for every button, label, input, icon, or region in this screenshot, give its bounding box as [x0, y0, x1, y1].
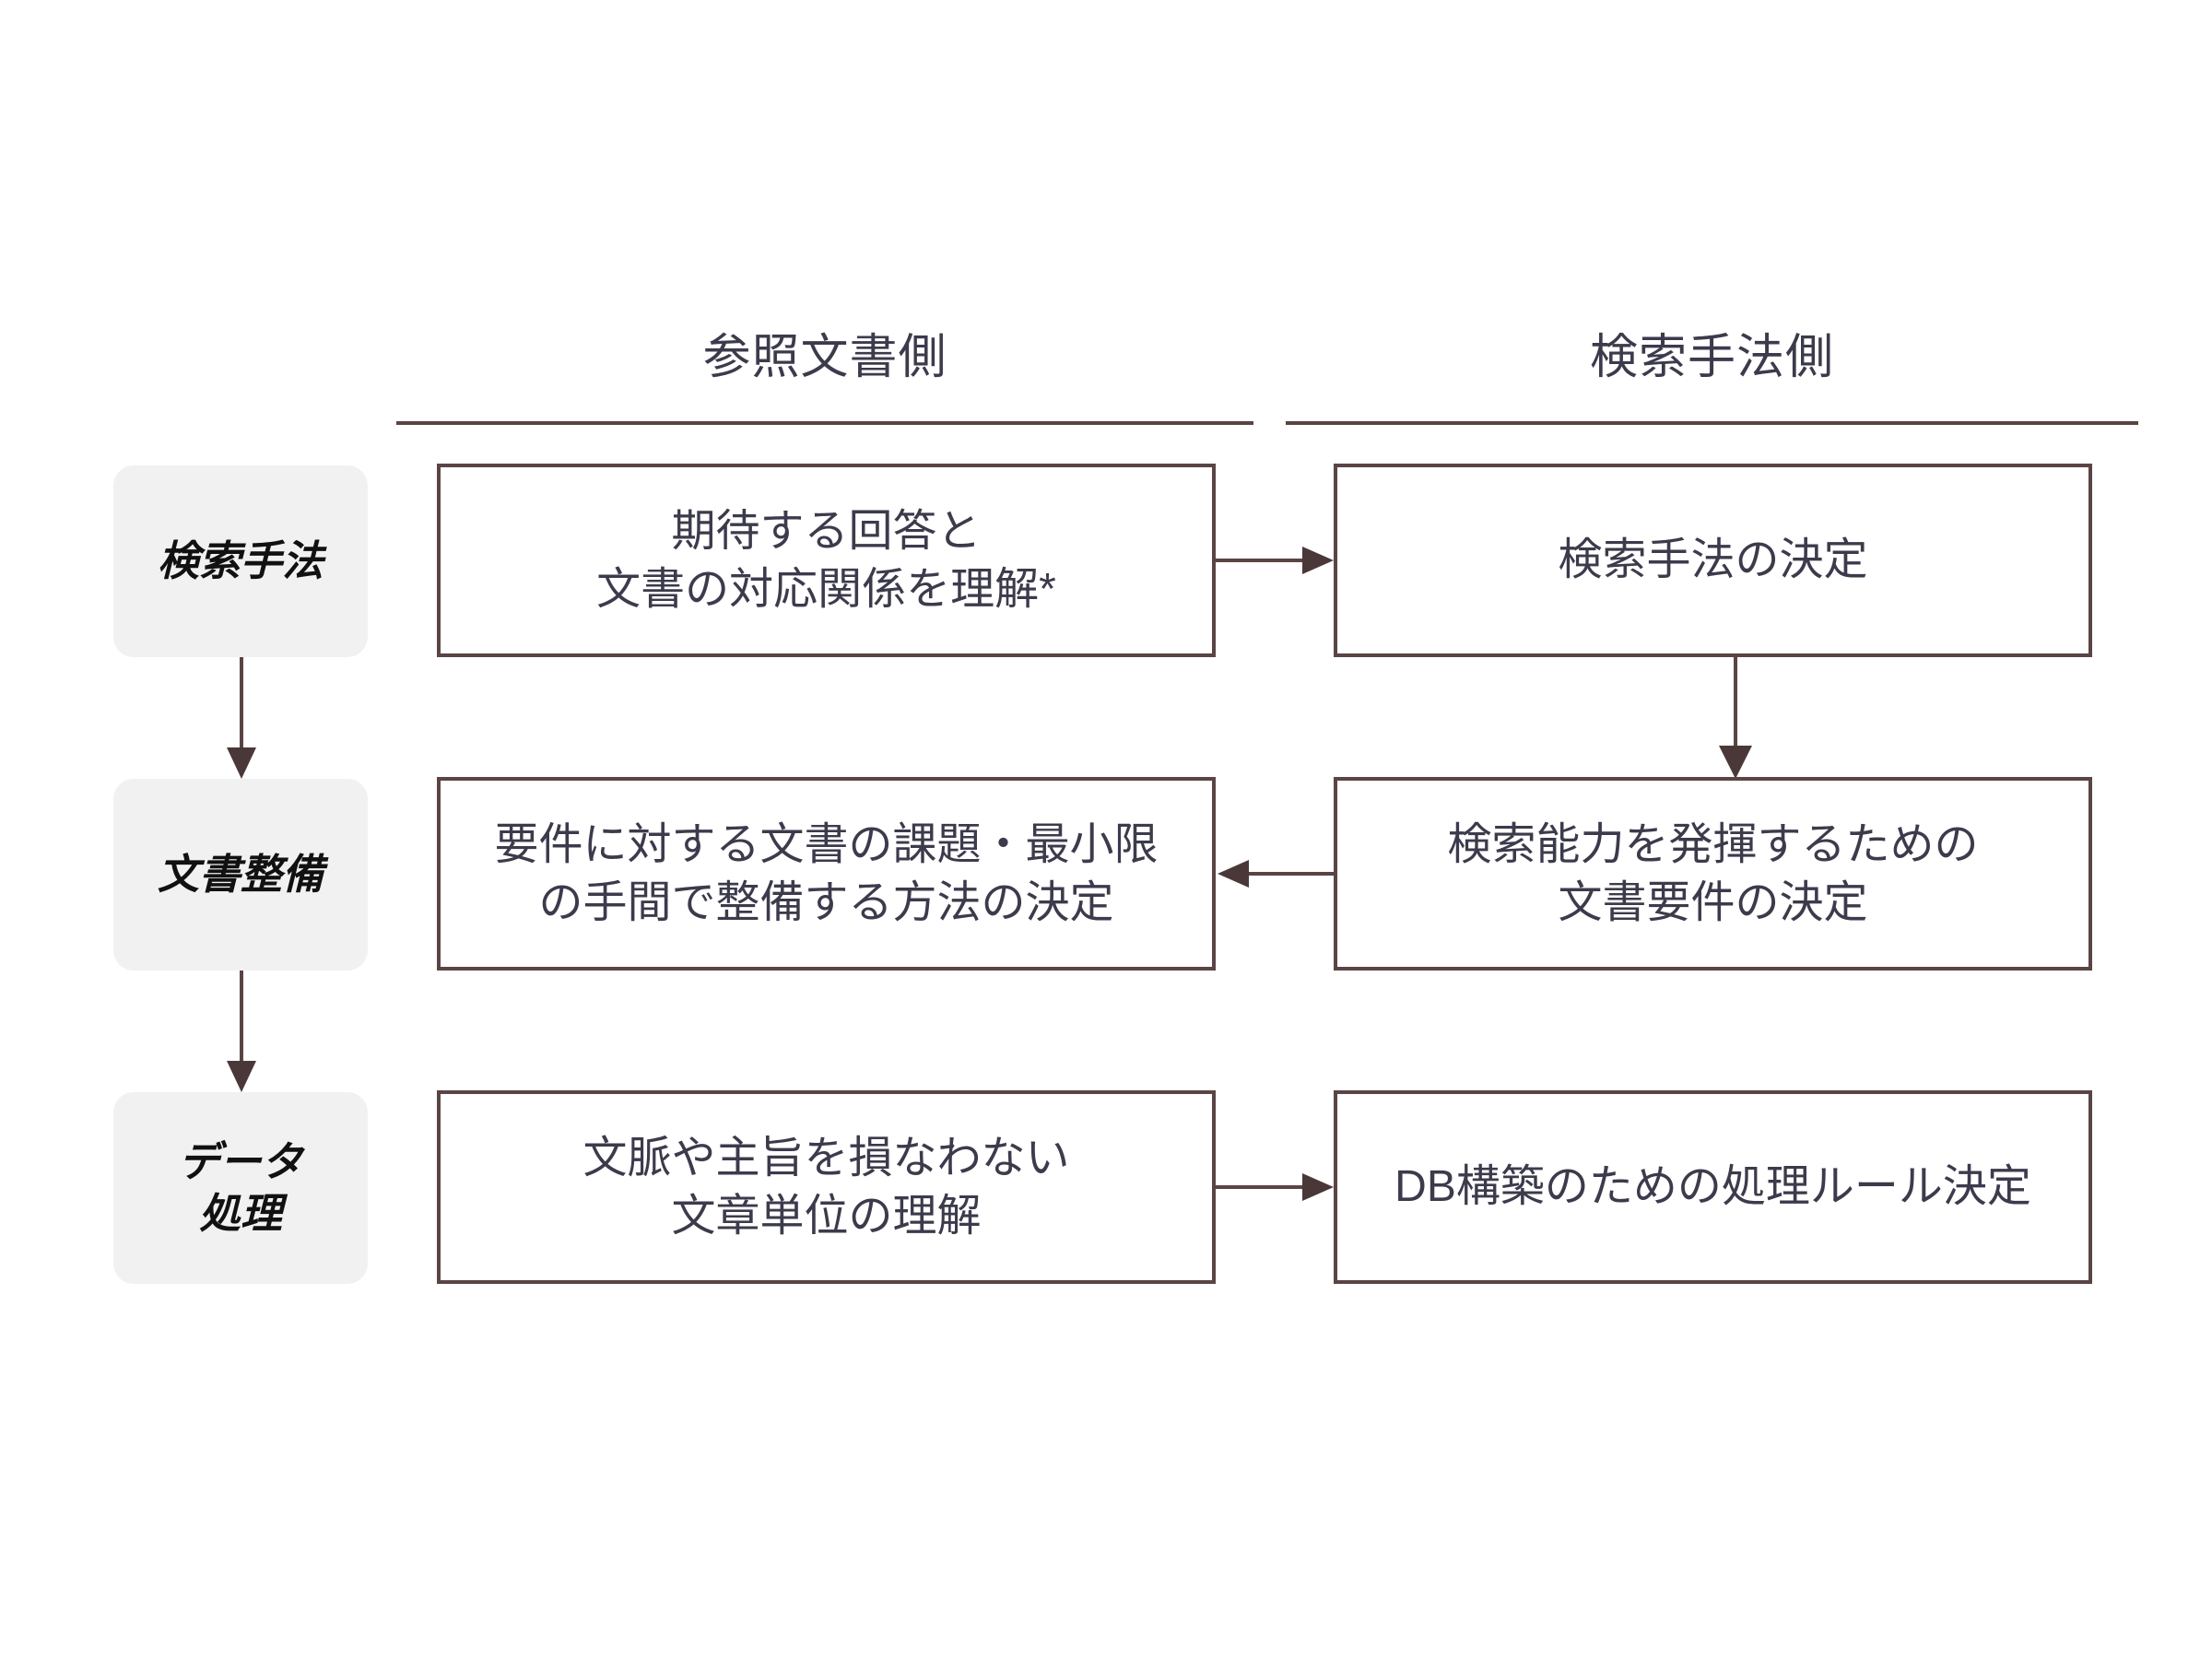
stage-pill-data-processing: データ 処理 — [113, 1092, 368, 1284]
column-header-retrieval-method-side: 検索手法側 — [1589, 331, 1834, 384]
connector-left1-to-right1 — [1216, 547, 1335, 574]
connector-right2-to-left2 — [1216, 860, 1335, 888]
node-understand-sentence-units-preserving-context: 文脈や主旨を損なわない 文章単位の理解 — [437, 1090, 1216, 1284]
column-header-reference-document-side: 参照文書側 — [702, 331, 947, 384]
node-decide-db-processing-rules: DB構築のための処理ルール決定 — [1334, 1090, 2092, 1284]
node-text-decide-db-processing-rules: DB構築のための処理ルール決定 — [1394, 1162, 2031, 1212]
column-rule-right — [1286, 421, 2138, 425]
node-text-decide-retrieval-method: 検索手法の決定 — [1558, 535, 1868, 585]
node-decide-retrieval-method: 検索手法の決定 — [1334, 464, 2092, 657]
connector-right1-to-right2 — [1712, 657, 1759, 781]
stage-label-document-preparation: 文書整備 — [157, 850, 324, 898]
stage-pill-retrieval-method: 検索手法 — [113, 465, 368, 657]
connector-left3-to-right3 — [1216, 1173, 1335, 1201]
stage-label-data-processing: データ 処理 — [178, 1137, 303, 1237]
connector-stage2-to-stage3 — [218, 971, 265, 1094]
column-rule-left — [396, 421, 1253, 425]
node-text-understand-answer-document-mapping: 期待する回答と 文書の対応関係を理解* — [596, 506, 1056, 614]
connector-stage1-to-stage2 — [218, 657, 265, 781]
node-text-decide-document-requirements: 検索能力を発揮するための 文書要件の決定 — [1447, 819, 1979, 927]
node-understand-answer-document-mapping: 期待する回答と 文書の対応関係を理解* — [437, 464, 1216, 657]
node-text-decide-document-issues-and-minimal-effort-method: 要件に対する文書の課題・最小限 の手間で整備する方法の決定 — [494, 819, 1159, 927]
stage-pill-document-preparation: 文書整備 — [113, 779, 368, 971]
node-decide-document-issues-and-minimal-effort-method: 要件に対する文書の課題・最小限 の手間で整備する方法の決定 — [437, 777, 1216, 971]
stage-label-retrieval-method: 検索手法 — [157, 536, 324, 584]
node-decide-document-requirements: 検索能力を発揮するための 文書要件の決定 — [1334, 777, 2092, 971]
node-text-understand-sentence-units-preserving-context: 文脈や主旨を損なわない 文章単位の理解 — [582, 1133, 1070, 1241]
